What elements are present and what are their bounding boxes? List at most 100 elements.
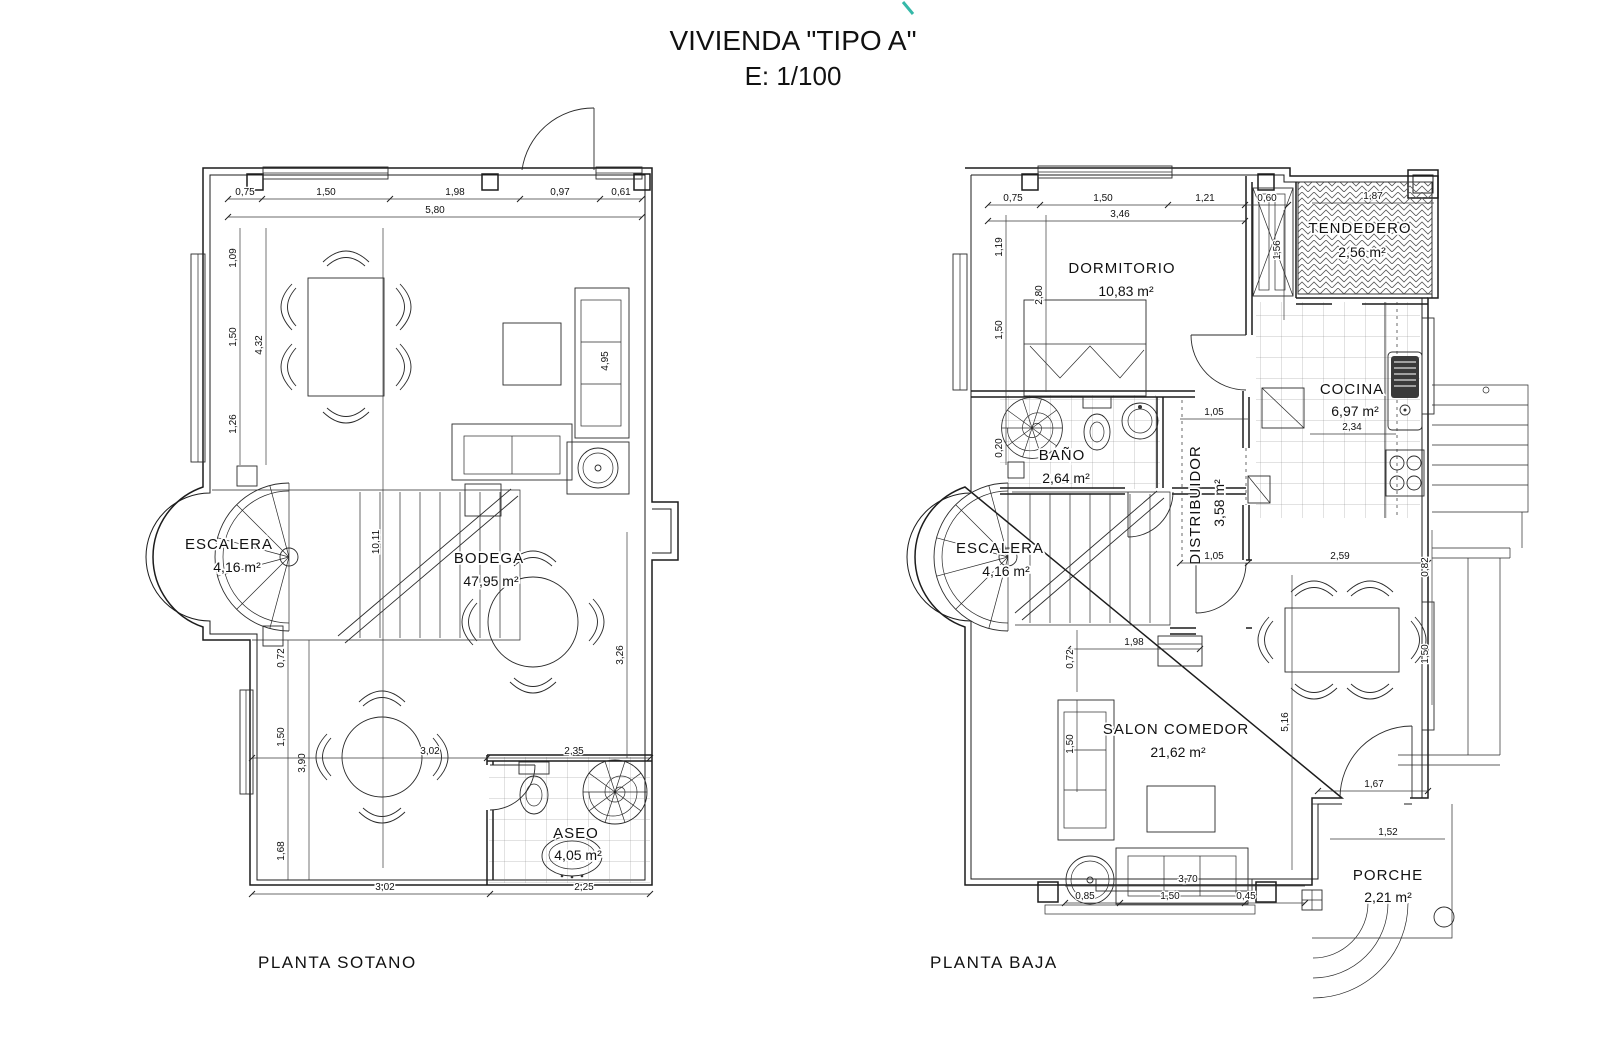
sink-icon: [541, 835, 603, 879]
dim-label: 1,98: [1124, 637, 1144, 648]
sotano-stairs: [212, 465, 521, 647]
porche-structure: [1301, 803, 1455, 999]
salon-dining-table: [1257, 580, 1427, 700]
bano-fixtures: [1001, 396, 1159, 459]
room-area-bano: 2,64 m²: [1042, 470, 1090, 486]
dim-label: 2,34: [1342, 422, 1362, 433]
sotano-dimensions: 0,75 1,50 1,98 0,97 0,61 5,80 1,09 1,50 …: [224, 186, 654, 898]
dim-label: 3,26: [615, 645, 626, 665]
salon-coffee-table: [1146, 785, 1216, 833]
room-area-escalera-baja: 4,16 m²: [982, 563, 1030, 579]
room-label-cocina: COCINA: [1320, 381, 1384, 398]
sotano-side-table: [464, 483, 502, 517]
dim-label: 0,82: [1420, 557, 1431, 577]
sotano-wall-step: [652, 508, 672, 554]
dim-label: 1,05: [1204, 407, 1224, 418]
dim-label: 0,75: [235, 187, 255, 198]
dim-label: 0,60: [1257, 193, 1277, 204]
room-label-escalera: ESCALERA: [185, 536, 273, 553]
dim-label: 3,02: [420, 746, 440, 757]
baja-dimensions: 0,75 1,50 1,21 0,60 3,46 1,87 1,19 1,50 …: [984, 190, 1445, 907]
dim-label: 0,97: [550, 187, 570, 198]
dim-label: 1,50: [1160, 891, 1180, 902]
salon-sofa-vertical: [1057, 699, 1115, 841]
sotano-sofa-vertical: [574, 287, 630, 439]
room-label-porche: PORCHE: [1353, 867, 1423, 884]
dim-label: 3,70: [1178, 874, 1198, 885]
baja-windows: [952, 165, 1435, 915]
room-area-porche: 2,21 m²: [1364, 889, 1412, 905]
salon-round-table: [1065, 855, 1115, 905]
room-label-escalera-baja: ESCALERA: [956, 540, 1044, 557]
salon-sofa-horizontal: [1115, 847, 1249, 905]
dim-label: 1,68: [276, 841, 287, 861]
room-label-tendedero: TENDEDERO: [1308, 220, 1411, 237]
bed-icon: [1023, 299, 1147, 397]
sotano-windows: [190, 166, 643, 795]
dim-label: 0,85: [1075, 891, 1095, 902]
sotano-aseo-room: [486, 754, 652, 885]
room-area-salon: 21,62 m²: [1150, 744, 1206, 760]
dim-label: 2,59: [1330, 551, 1350, 562]
distribuidor-outline: [1181, 400, 1247, 560]
dim-label: 1,26: [228, 414, 239, 434]
dim-label: 0,20: [994, 438, 1005, 458]
dim-label: 1,87: [1363, 191, 1383, 202]
sotano-dining-table: [280, 250, 412, 424]
dim-label: 0,75: [1003, 193, 1023, 204]
toilet-icon: [1082, 396, 1112, 451]
dim-label: 5,80: [425, 205, 445, 216]
planta-baja-plan: DORMITORIO 10,83 m² TENDEDERO 2,56 m² CO…: [906, 165, 1529, 999]
room-area-tendedero: 2,56 m²: [1338, 244, 1386, 260]
room-label-bano: BAÑO: [1039, 447, 1086, 464]
dim-label: 3,90: [297, 753, 308, 773]
dim-label: 1,50: [994, 320, 1005, 340]
dim-label: 10,11: [371, 529, 382, 554]
dim-label: 5,16: [1280, 712, 1291, 732]
dim-label: 0,72: [1065, 649, 1076, 669]
baja-interior-walls: [971, 176, 1428, 635]
dim-label: 1,19: [994, 237, 1005, 257]
dim-label: 1,50: [276, 727, 287, 747]
sotano-outer-wall: [152, 167, 679, 886]
dim-label: 1,98: [445, 187, 465, 198]
baja-stairs: [933, 461, 1171, 632]
cooktop-icon: [1385, 449, 1425, 497]
sink-icon: [1121, 402, 1159, 440]
dim-label: 2,35: [564, 746, 584, 757]
sheet-title: VIVIENDA "TIPO A": [669, 25, 916, 56]
cocina-floor: [1256, 302, 1420, 518]
dim-label: 0,72: [276, 648, 287, 668]
room-label-distribuidor: DISTRIBUIDOR: [1187, 445, 1204, 565]
sotano-round-table-lower: [315, 690, 449, 824]
scan-artifact: [901, 1, 915, 15]
exterior-stair: [1398, 384, 1529, 766]
room-area-dormitorio: 10,83 m²: [1098, 283, 1154, 299]
dim-label: 1,50: [228, 327, 239, 347]
plan-label-baja: PLANTA BAJA: [930, 953, 1058, 972]
fridge-icon: [1261, 387, 1305, 429]
appliance-icon: [1247, 475, 1271, 504]
dim-label: 0,61: [611, 187, 631, 198]
sheet-scale: E: 1/100: [745, 61, 842, 91]
dim-label: 1,05: [1204, 551, 1224, 562]
room-area-aseo: 4,05 m²: [554, 847, 602, 863]
room-label-dormitorio: DORMITORIO: [1068, 260, 1175, 277]
planta-sotano-plan: ESCALERA 4,16 m² BODEGA 47,95 m² ASEO 4,…: [145, 107, 679, 972]
room-label-bodega: BODEGA: [454, 550, 524, 567]
dim-label: 1,09: [228, 248, 239, 268]
dim-label: 1,56: [1272, 240, 1283, 260]
sotano-sofa-horizontal: [451, 423, 573, 481]
dim-label: 1,50: [1420, 644, 1431, 664]
dim-label: 2,80: [1034, 285, 1045, 305]
sotano-lamp-table: [566, 441, 630, 495]
dim-label: 1,50: [1065, 734, 1076, 754]
kitchen-sink-icon: [1387, 351, 1423, 431]
room-area-escalera: 4,16 m²: [213, 559, 261, 575]
room-label-aseo: ASEO: [553, 825, 599, 842]
dim-label: 0,45: [1236, 891, 1256, 902]
sotano-round-table-center: [461, 550, 605, 694]
dim-label: 1,67: [1364, 779, 1384, 790]
dim-label: 3,46: [1110, 209, 1130, 220]
room-area-distribuidor: 3,58 m²: [1211, 479, 1227, 527]
